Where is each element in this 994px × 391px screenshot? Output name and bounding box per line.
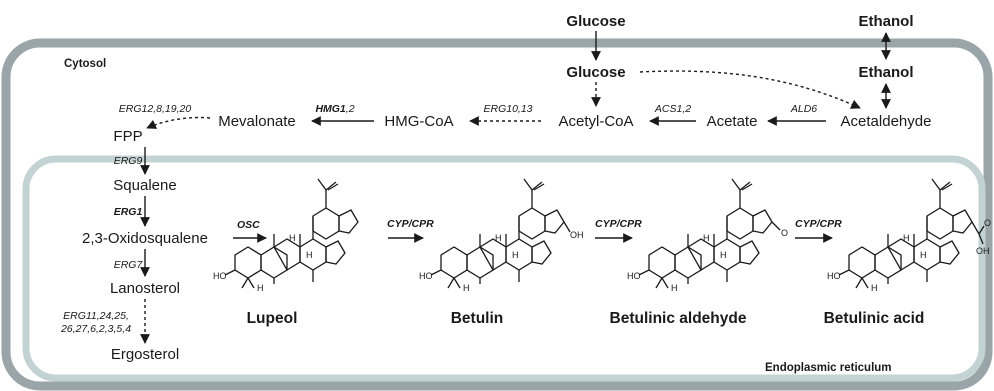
enzyme-erg11-line1: ERG11,24,25, bbox=[63, 310, 129, 322]
betulin-h-3: H bbox=[463, 283, 470, 293]
enzyme-cyp2: CYP/CPR bbox=[595, 218, 642, 230]
enzyme-cyp1: CYP/CPR bbox=[387, 218, 434, 230]
arrow-mevalonate-fpp bbox=[146, 116, 211, 129]
arrow-glucose-acetaldehyde bbox=[639, 70, 861, 109]
enzyme-erg10: ERG10,13 bbox=[483, 103, 532, 115]
aldehyde-o: O bbox=[781, 228, 788, 238]
lupeol-h-2: H bbox=[306, 250, 313, 260]
betulin-oh: OH bbox=[570, 230, 584, 240]
lupeol-ho: HO bbox=[213, 271, 227, 281]
product-betulin: Betulin bbox=[451, 310, 504, 327]
enzyme-osc: OSC bbox=[237, 219, 260, 231]
enzyme-cyp3: CYP/CPR bbox=[795, 218, 842, 230]
betulin-ho: HO bbox=[419, 271, 433, 281]
enzyme-erg11-line2: 26,27,6,2,3,5,4 bbox=[60, 323, 131, 335]
acid-h-3: H bbox=[871, 283, 878, 293]
fpp-label: FPP bbox=[113, 128, 142, 145]
aldehyde-h-1: H bbox=[703, 233, 710, 243]
aldehyde-h-3: H bbox=[671, 283, 678, 293]
product-betulinic-aldehyde: Betulinic aldehyde bbox=[610, 310, 747, 327]
er-compartment bbox=[22, 155, 986, 382]
acetate-label: Acetate bbox=[707, 113, 758, 130]
aldehyde-ho: HO bbox=[627, 271, 641, 281]
product-betulinic-acid: Betulinic acid bbox=[824, 310, 925, 327]
hmg-coa-label: HMG-CoA bbox=[384, 113, 453, 130]
acetyl-coa-label: Acetyl-CoA bbox=[558, 113, 633, 130]
squalene-label: Squalene bbox=[113, 177, 176, 194]
enzyme-erg7: ERG7 bbox=[114, 259, 144, 271]
acid-oh: OH bbox=[976, 246, 990, 256]
lupeol-h-3: H bbox=[257, 283, 264, 293]
er-label: Endoplasmic reticulum bbox=[765, 362, 892, 374]
external-ethanol: Ethanol bbox=[859, 13, 914, 30]
ergosterol-label: Ergosterol bbox=[111, 346, 179, 363]
enzyme-erg12: ERG12,8,19,20 bbox=[119, 103, 192, 115]
betulin-h-1: H bbox=[495, 233, 502, 243]
acid-o: O bbox=[984, 218, 991, 228]
lupeol-h-1: H bbox=[289, 233, 296, 243]
mevalonate-label: Mevalonate bbox=[218, 113, 296, 130]
enzyme-erg1: ERG1 bbox=[114, 206, 143, 218]
aldehyde-h-2: H bbox=[720, 250, 727, 260]
enzyme-erg9: ERG9 bbox=[114, 155, 143, 167]
external-glucose: Glucose bbox=[566, 13, 625, 30]
enzyme-ald6: ALD6 bbox=[790, 103, 817, 115]
enzyme-hmg1-name: HMG1 bbox=[315, 103, 345, 115]
enzyme-hmg1: HMG1,2 bbox=[315, 103, 354, 115]
acid-h-1: H bbox=[903, 233, 910, 243]
lanosterol-label: Lanosterol bbox=[110, 280, 180, 297]
acetaldehyde-label: Acetaldehyde bbox=[841, 113, 932, 130]
acid-ho: HO bbox=[827, 271, 841, 281]
betulin-h-2: H bbox=[512, 250, 519, 260]
ethanol-label: Ethanol bbox=[859, 64, 914, 81]
enzyme-hmg1-suffix: ,2 bbox=[346, 103, 355, 115]
betulinic-aldehyde-structure: O H H H HO bbox=[627, 178, 788, 293]
cytosol-compartment bbox=[1, 38, 993, 391]
product-lupeol: Lupeol bbox=[247, 310, 298, 327]
oxidosqualene-label: 2,3-Oxidosqualene bbox=[82, 230, 208, 247]
cytosol-label: Cytosol bbox=[64, 58, 106, 70]
betulinic-acid-structure: O OH H H H HO bbox=[827, 178, 991, 293]
betulin-structure: OH H H H HO bbox=[419, 178, 584, 293]
lupeol-structure: H H H HO bbox=[213, 178, 359, 293]
acid-h-2: H bbox=[920, 250, 927, 260]
glucose-label: Glucose bbox=[566, 64, 625, 81]
enzyme-acs: ACS1,2 bbox=[654, 103, 691, 115]
